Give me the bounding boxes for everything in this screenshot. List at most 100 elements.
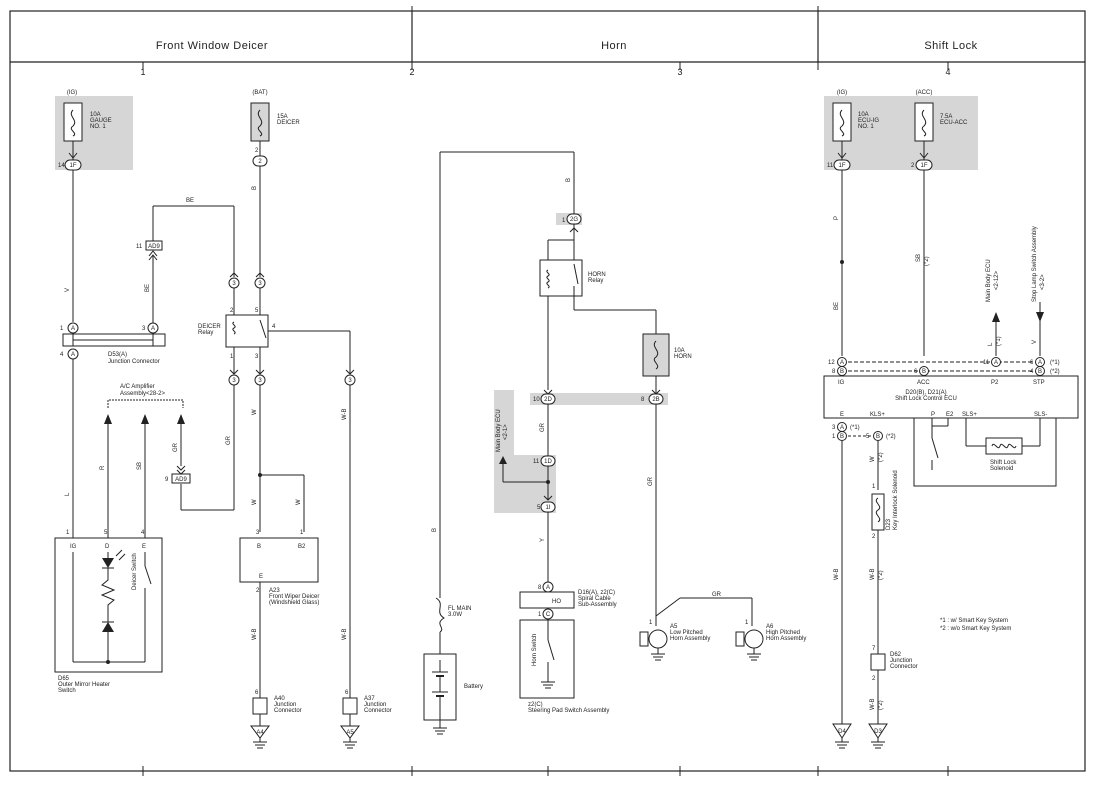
svg-text:E: E [840, 412, 844, 418]
svg-text:3: 3 [832, 425, 836, 431]
svg-text:AD9: AD9 [175, 477, 187, 483]
column-number-2: 2 [409, 67, 414, 77]
svg-text:NO. 1: NO. 1 [90, 124, 106, 130]
svg-text:A/C Amplifier: A/C Amplifier [120, 384, 155, 390]
svg-text:A37: A37 [364, 696, 375, 702]
ground-d3 [868, 723, 888, 739]
svg-text:3: 3 [258, 281, 262, 287]
svg-text:HO: HO [552, 599, 561, 605]
svg-text:P: P [931, 412, 935, 418]
svg-text:W-B: W-B [834, 568, 840, 580]
svg-text:6: 6 [914, 369, 918, 375]
fuse-source-ig-2: (IG) [837, 90, 847, 96]
svg-text:4: 4 [272, 324, 276, 330]
svg-text:(*2): (*2) [924, 256, 930, 266]
svg-text:1: 1 [300, 530, 304, 536]
svg-text:BE: BE [834, 302, 840, 310]
svg-text:(*2): (*2) [878, 700, 884, 710]
svg-text:11: 11 [136, 244, 143, 250]
svg-text:2: 2 [256, 588, 260, 594]
svg-text:R: R [100, 465, 106, 470]
svg-text:3: 3 [348, 378, 352, 384]
svg-text:W: W [252, 499, 258, 505]
svg-text:W-B: W-B [342, 628, 348, 640]
svg-text:A5: A5 [346, 730, 354, 736]
svg-text:Front Wiper Deicer: Front Wiper Deicer [269, 594, 319, 600]
svg-text:<3-2>: <3-2> [1040, 274, 1046, 290]
svg-text:KLS+: KLS+ [870, 412, 885, 418]
svg-text:AD9: AD9 [148, 244, 160, 250]
svg-text:DEICER: DEICER [277, 120, 300, 126]
svg-text:3: 3 [255, 354, 259, 360]
fuse-deicer [250, 102, 270, 142]
ground-a5 [340, 725, 360, 739]
svg-text:Horn Assembly: Horn Assembly [766, 636, 806, 642]
svg-text:15A: 15A [277, 114, 288, 120]
svg-text:(*1): (*1) [1050, 360, 1060, 366]
svg-text:A: A [546, 585, 550, 591]
svg-text:W-B: W-B [870, 698, 876, 710]
svg-text:3: 3 [232, 378, 236, 384]
column-number-3: 3 [677, 67, 682, 77]
svg-text:4: 4 [141, 530, 145, 536]
svg-text:B: B [566, 178, 572, 182]
svg-text:<2-12>: <2-12> [994, 270, 1000, 290]
ground-d4 [832, 723, 852, 739]
svg-text:Connector: Connector [890, 664, 918, 670]
svg-text:(*2): (*2) [886, 434, 896, 440]
svg-text:1: 1 [60, 326, 64, 332]
svg-text:HORN: HORN [588, 272, 606, 278]
svg-text:8: 8 [538, 585, 542, 591]
svg-text:B: B [922, 369, 926, 375]
svg-text:L: L [65, 492, 71, 496]
svg-text:Main Body ECU: Main Body ECU [496, 409, 502, 452]
svg-text:A: A [994, 360, 998, 366]
svg-text:1: 1 [538, 612, 542, 618]
svg-text:1: 1 [745, 620, 749, 626]
svg-text:W: W [296, 499, 302, 505]
svg-text:Spiral Cable: Spiral Cable [578, 596, 611, 602]
svg-text:D65: D65 [58, 676, 70, 682]
svg-text:1: 1 [562, 218, 566, 224]
svg-text:10A: 10A [858, 112, 869, 118]
svg-text:ACC: ACC [917, 380, 930, 386]
svg-text:Main Body ECU: Main Body ECU [986, 259, 992, 302]
a23-front-wiper-deicer [239, 537, 319, 583]
svg-text:Battery: Battery [464, 684, 483, 690]
d16-spiral-cable [519, 591, 575, 609]
ground-a4 [250, 725, 270, 739]
d23-key-interlock-solenoid [871, 493, 885, 531]
svg-text:2D: 2D [544, 397, 552, 403]
svg-text:2: 2 [872, 534, 876, 540]
svg-text:GAUGE: GAUGE [90, 118, 112, 124]
svg-text:Assembly<28-2>: Assembly<28-2> [120, 391, 166, 397]
svg-text:D3: D3 [874, 729, 882, 735]
svg-text:GR: GR [173, 442, 179, 452]
svg-text:6: 6 [345, 690, 349, 696]
svg-text:(*1): (*1) [850, 425, 860, 431]
svg-text:A4: A4 [256, 730, 264, 736]
a40-junction-connector [252, 697, 268, 715]
column-number-4: 4 [945, 67, 950, 77]
svg-text:Shift Lock: Shift Lock [990, 460, 1017, 466]
fuse-ecu-acc [914, 102, 934, 142]
svg-text:High Pitched: High Pitched [766, 630, 800, 636]
svg-text:(Windshield Glass): (Windshield Glass) [269, 600, 319, 606]
svg-text:6: 6 [1030, 360, 1034, 366]
svg-text:Solenoid: Solenoid [990, 466, 1013, 472]
high-pitched-horn [744, 629, 764, 649]
svg-text:(*1): (*1) [996, 336, 1002, 346]
svg-text:GR: GR [540, 422, 546, 432]
svg-text:A23: A23 [269, 588, 280, 594]
svg-text:Stop Lamp Switch Assembly: Stop Lamp Switch Assembly [1032, 226, 1038, 302]
svg-text:D20(B), D21(A): D20(B), D21(A) [905, 390, 946, 396]
svg-text:GR: GR [226, 435, 232, 445]
svg-text:2: 2 [258, 159, 262, 165]
svg-text:6: 6 [255, 690, 259, 696]
svg-text:D16(A), z2(C): D16(A), z2(C) [578, 590, 615, 596]
svg-text:B: B [432, 528, 438, 532]
svg-text:(*2): (*2) [878, 452, 884, 462]
svg-text:7.5A: 7.5A [940, 114, 952, 120]
svg-text:<2-1>: <2-1> [503, 424, 509, 440]
